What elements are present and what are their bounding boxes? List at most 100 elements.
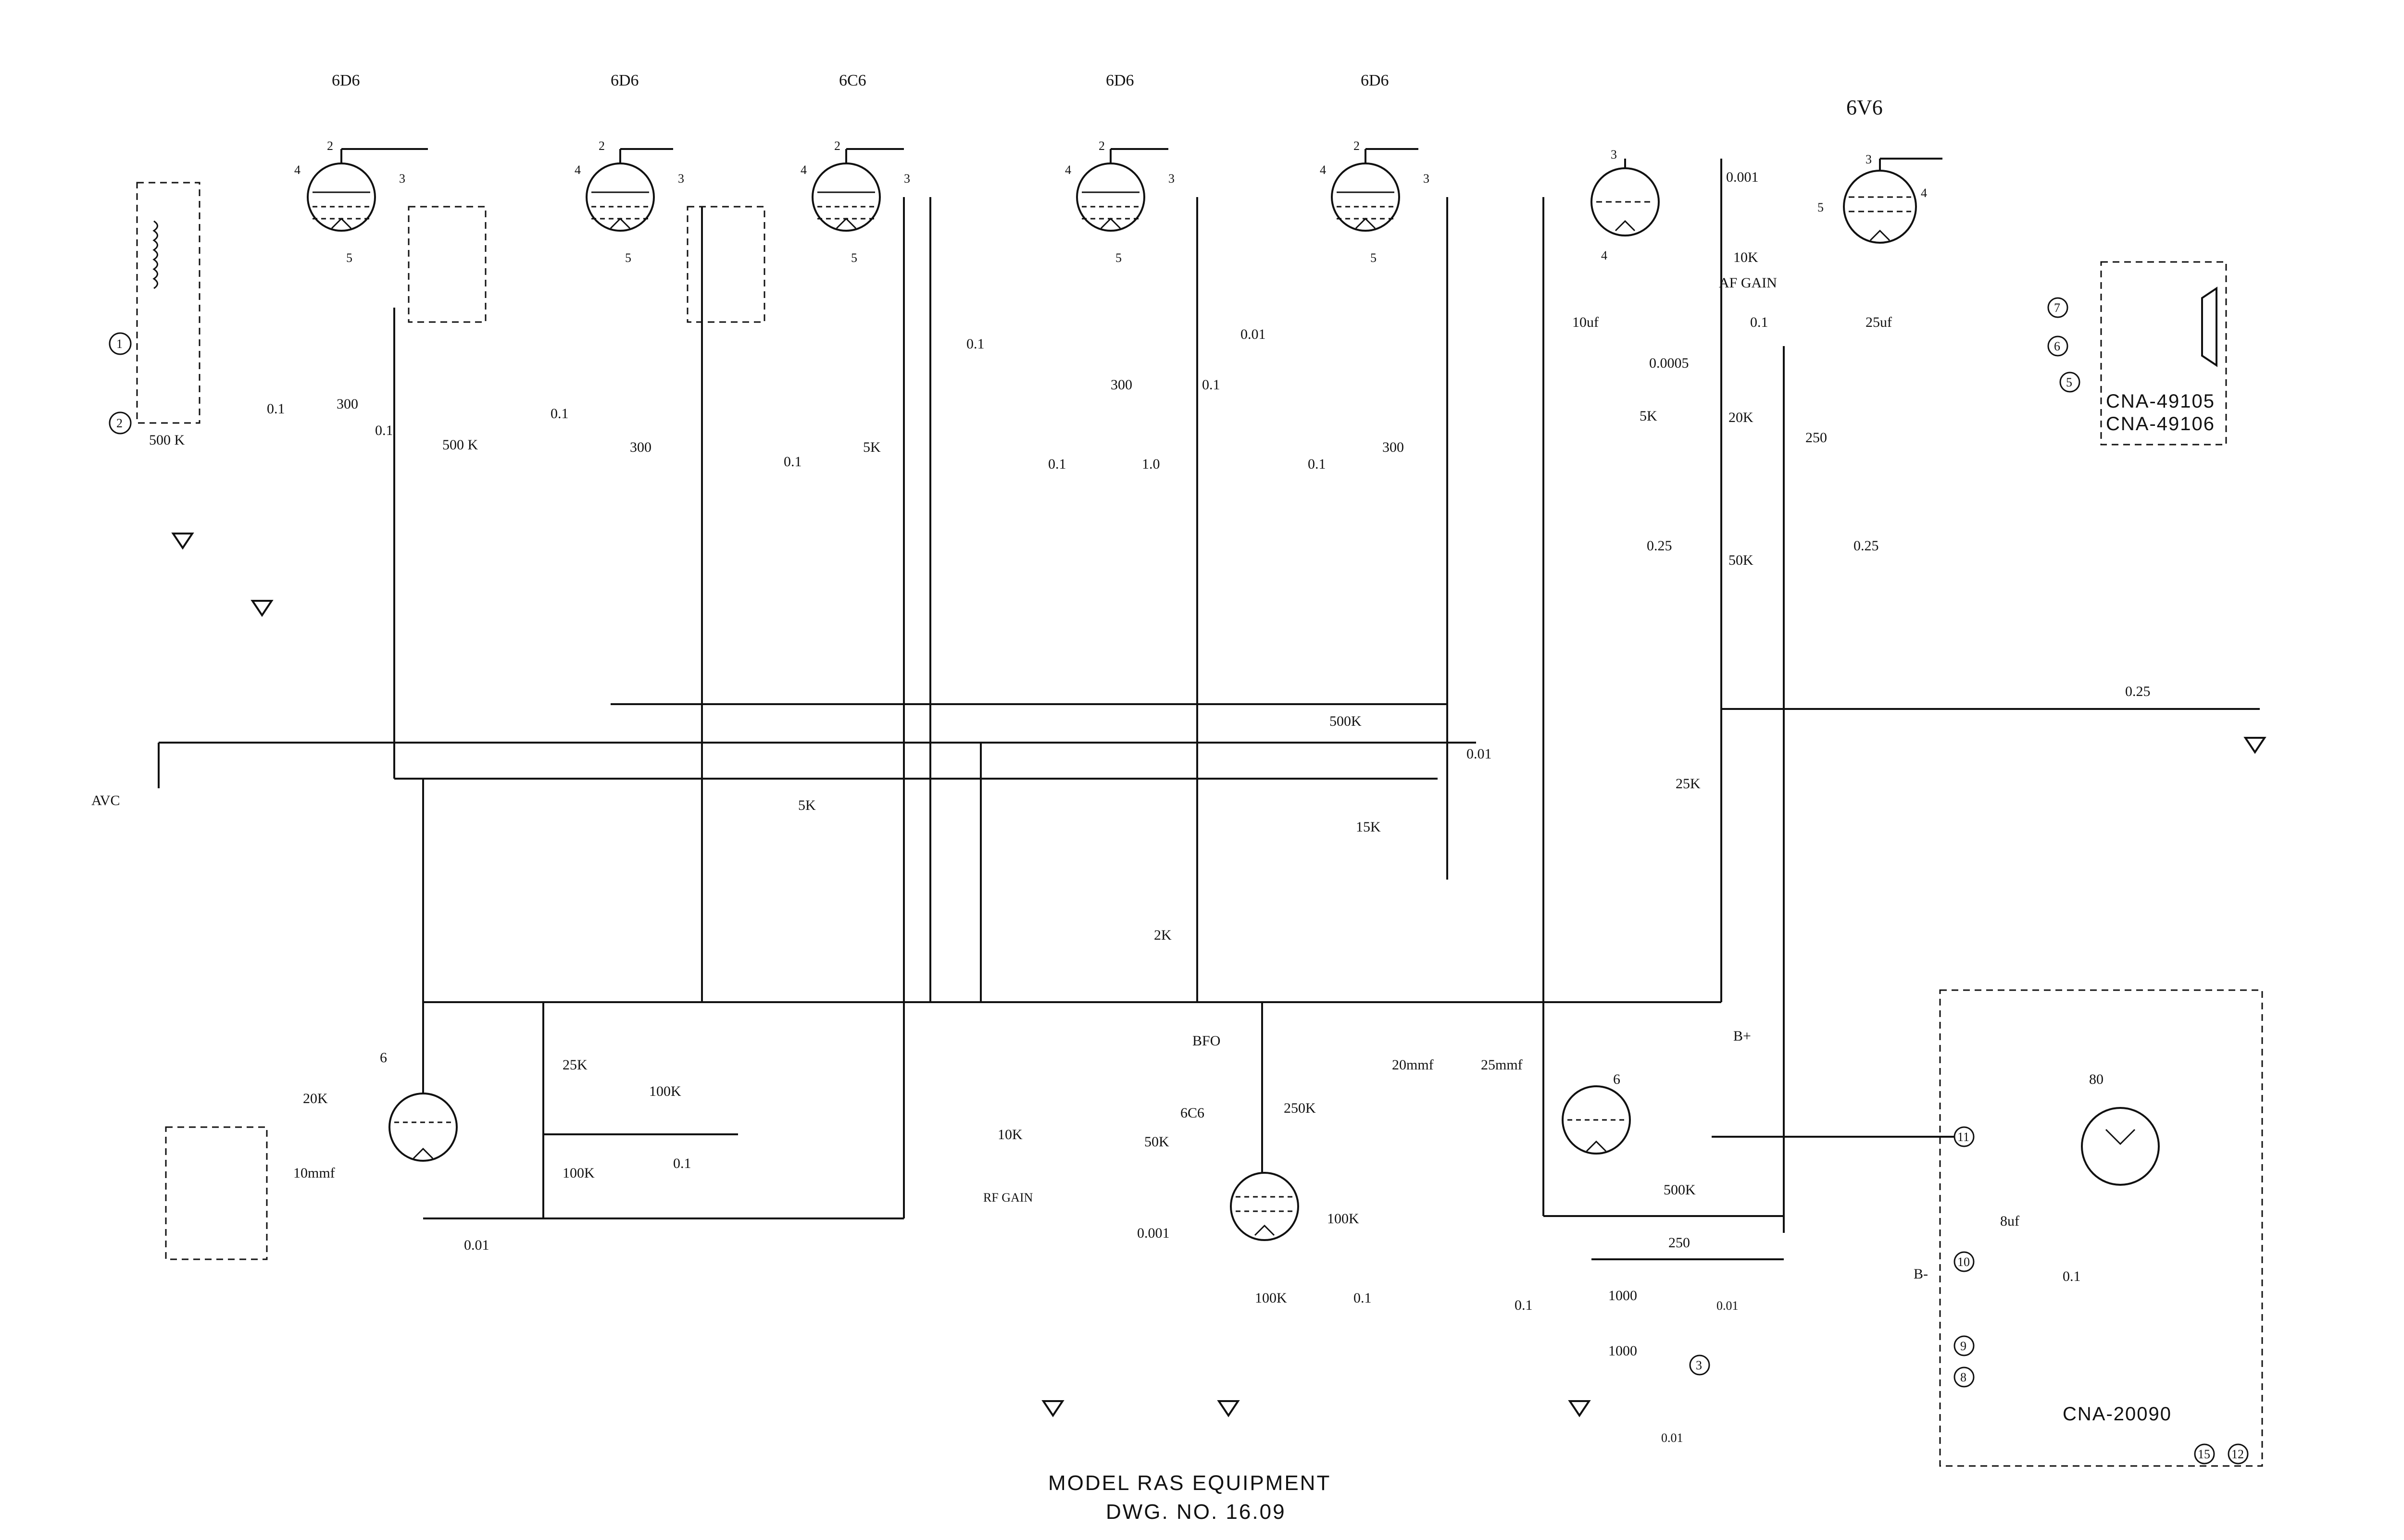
label-c-8uf: 8uf — [2000, 1213, 2019, 1229]
pin-2-c: 2 — [834, 139, 840, 153]
label-r-1000-a: 1000 — [1608, 1288, 1637, 1304]
tube-bfo — [1230, 1172, 1299, 1241]
pin-4-e: 4 — [1320, 163, 1326, 177]
label-r-50k: 50K — [1728, 552, 1753, 568]
pin-2-b: 2 — [599, 139, 605, 153]
pin-4-c: 4 — [801, 163, 807, 177]
label-c-025-c: 0.25 — [2125, 683, 2151, 699]
terminal-12-label: 12 — [2231, 1447, 2244, 1461]
label-r-500k-c: 500K — [1329, 713, 1362, 729]
terminal-1-label: 1 — [116, 337, 123, 351]
label-c-01-b: 0.1 — [375, 422, 393, 438]
label-cna-20090: CNA-20090 — [2063, 1403, 2172, 1425]
pin-3-g: 3 — [1866, 152, 1872, 166]
label-r-300-b: 300 — [630, 439, 651, 455]
speaker-icon — [2201, 286, 2217, 367]
label-c-01-d: 0.1 — [784, 454, 802, 470]
coil-box-2 — [408, 206, 487, 323]
label-c-20mmf: 20mmf — [1392, 1057, 1434, 1073]
label-c-001-d: 0.01 — [464, 1237, 489, 1253]
label-c-01-l: 0.1 — [673, 1155, 691, 1171]
terminal-9-label: 9 — [1960, 1339, 1966, 1353]
label-c-01-c: 0.1 — [551, 406, 569, 422]
terminal-1 — [109, 332, 132, 355]
label-r-20k-b: 20K — [303, 1091, 328, 1106]
pin-2-a: 2 — [327, 139, 333, 153]
tube-rf-2 — [586, 148, 673, 232]
pin-4-g: 4 — [1921, 186, 1927, 200]
label-c-01-o: 0.1 — [2063, 1268, 2081, 1284]
osc-coil-box — [165, 1126, 268, 1260]
tube-rf-4 — [1076, 148, 1168, 232]
label-c-01-m: 0.1 — [1353, 1290, 1372, 1306]
label-cna-49106: CNA-49106 — [2106, 413, 2215, 435]
tube-label-4: 6D6 — [1106, 72, 1134, 89]
tube-rectifier — [2081, 1107, 2160, 1186]
label-c-001-a: 0.01 — [1240, 326, 1266, 342]
label-6c6-bfo: 6C6 — [1180, 1105, 1204, 1121]
antenna-coil — [152, 220, 158, 289]
label-r-20k: 20K — [1728, 410, 1753, 425]
tube-detector — [1590, 159, 1660, 236]
pin-3-c: 3 — [904, 172, 910, 186]
terminal-6 — [2047, 335, 2068, 357]
terminal-7 — [2047, 297, 2068, 318]
label-r-300-d: 300 — [1382, 439, 1404, 455]
label-c-0001-b: 0.001 — [1137, 1225, 1170, 1241]
pin-2-e: 2 — [1353, 139, 1360, 153]
label-r-250-b: 250 — [1668, 1235, 1690, 1251]
label-c-01-a: 0.1 — [267, 401, 285, 417]
terminal-8 — [1953, 1366, 1975, 1388]
label-r-100k-b: 100K — [563, 1165, 595, 1181]
terminal-6-label: 6 — [2054, 339, 2060, 353]
label-r-15k: 15K — [1356, 819, 1381, 835]
wiring — [158, 159, 2266, 1417]
label-bfo-tube-6: 6 — [1613, 1071, 1620, 1087]
pin-4-b: 4 — [575, 163, 581, 177]
label-c-25uf: 25uf — [1866, 314, 1892, 330]
label-osc-tube-6: 6 — [380, 1050, 387, 1066]
coil-box-3 — [687, 206, 765, 323]
label-c-01-f: 0.1 — [1048, 456, 1066, 472]
label-r-25k-b: 25K — [563, 1057, 588, 1073]
drawing-number: DWG. NO. 16.09 — [1106, 1500, 1286, 1524]
tube-rf-1 — [307, 148, 428, 232]
label-c-025-a: 0.25 — [1647, 538, 1672, 554]
terminal-2-label: 2 — [116, 416, 123, 430]
label-r-10k: 10K — [1733, 249, 1758, 265]
tube-rf-3 — [812, 148, 904, 232]
label-r-2k: 2K — [1154, 927, 1172, 943]
label-c-25mmf: 25mmf — [1481, 1057, 1523, 1073]
label-c-01-n: 0.1 — [1515, 1297, 1533, 1313]
terminal-3-label: 3 — [1696, 1358, 1702, 1372]
power-supply-box — [1939, 989, 2263, 1467]
label-500k-b: 500 K — [442, 437, 478, 453]
label-r-300-c: 300 — [1111, 377, 1132, 393]
label-r-100k-d: 100K — [1255, 1290, 1287, 1306]
terminal-12 — [2228, 1443, 2249, 1465]
label-b-plus: B+ — [1733, 1028, 1751, 1044]
label-c-10-a: 1.0 — [1142, 456, 1160, 472]
label-c-001-c: 0.01 — [1466, 746, 1492, 762]
terminal-7-label: 7 — [2054, 301, 2060, 315]
pin-5-e: 5 — [1370, 251, 1377, 265]
pin-3-e: 3 — [1423, 172, 1429, 186]
pin-4-a: 4 — [294, 163, 300, 177]
pin-5-g: 5 — [1817, 200, 1824, 214]
terminal-15 — [2194, 1443, 2215, 1465]
pin-3-a: 3 — [399, 172, 405, 186]
label-r-100k-a: 100K — [649, 1083, 681, 1099]
label-rect-80: 80 — [2089, 1071, 2104, 1087]
antenna-coil-box — [136, 182, 200, 424]
label-r-10k-b: 10K — [998, 1127, 1023, 1143]
label-r-50k-b: 50K — [1144, 1134, 1169, 1150]
label-r-500k-d: 500K — [1664, 1182, 1696, 1198]
terminal-2 — [109, 411, 132, 435]
label-500k-a: 500 K — [149, 432, 185, 448]
label-r-5k-b: 5K — [1640, 408, 1657, 424]
tube-label-2: 6D6 — [611, 72, 639, 89]
terminal-5-label: 5 — [2066, 375, 2072, 389]
label-c-01-k: 0.1 — [1750, 314, 1768, 330]
label-r-5k-a: 5K — [863, 439, 881, 455]
